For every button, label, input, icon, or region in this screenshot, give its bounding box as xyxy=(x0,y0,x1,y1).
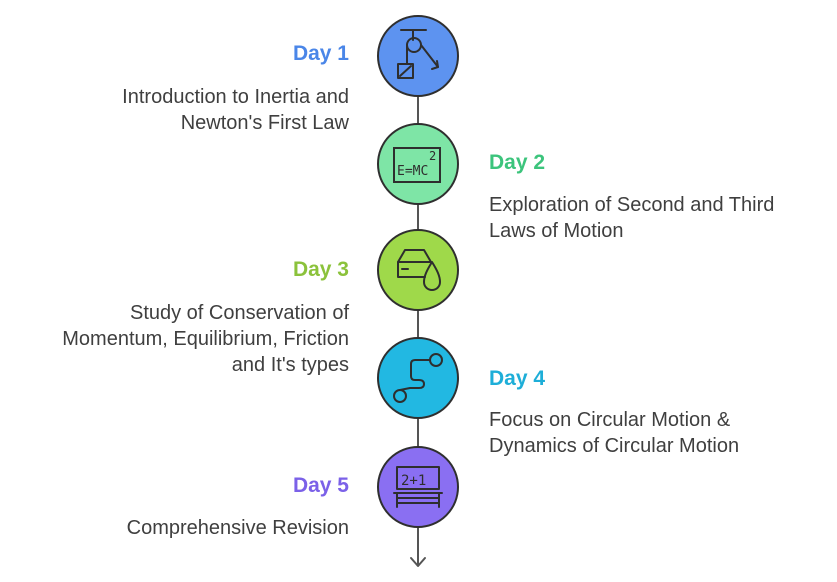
day-3-title: Day 3 xyxy=(292,258,349,281)
equation-board-icon: E=MC 2 xyxy=(393,147,441,183)
day-1-title: Day 1 xyxy=(292,42,349,65)
day-5-desc-line-1: Comprehensive Revision xyxy=(126,517,349,539)
day-2-description: Exploration of Second and Third Laws of … xyxy=(489,192,774,244)
car-oil-drop-icon xyxy=(397,249,441,291)
day-1-desc-line-2: Newton's First Law xyxy=(180,112,349,134)
day-1-node xyxy=(377,15,459,97)
day-4-title: Day 4 xyxy=(489,367,546,390)
day-2-desc-line-2: Laws of Motion xyxy=(489,220,624,242)
day-3-description: Study of Conservation of Momentum, Equil… xyxy=(62,300,349,378)
day-2-title: Day 2 xyxy=(489,151,546,174)
timeline-arrow-icon xyxy=(410,557,426,567)
pulley-icon xyxy=(397,29,439,79)
day-1-description: Introduction to Inertia and Newton's Fir… xyxy=(122,84,349,136)
day-3-desc-line-2: Momentum, Equilibrium, Friction xyxy=(62,328,349,350)
board-math-text: 2+1 xyxy=(401,473,426,489)
day-3-circle xyxy=(377,229,459,311)
day-3-desc-line-3: and It's types xyxy=(231,354,349,376)
day-2-desc-line-1: Exploration of Second and Third xyxy=(489,194,775,216)
day-2-circle xyxy=(377,123,459,205)
day-3-desc-line-1: Study of Conservation of xyxy=(129,302,349,324)
equation-text: E=MC xyxy=(397,164,428,179)
equation-superscript: 2 xyxy=(429,149,436,163)
day-5-title: Day 5 xyxy=(292,474,349,497)
day-5-node: 2+1 xyxy=(377,446,459,528)
day-4-desc-line-2: Dynamics of Circular Motion xyxy=(489,435,740,457)
path-icon xyxy=(393,353,443,403)
day-4-circle xyxy=(377,337,459,419)
math-board-icon xyxy=(393,466,443,508)
day-2-node: E=MC 2 xyxy=(377,123,459,205)
day-5-description: Comprehensive Revision xyxy=(127,515,349,541)
day-1-desc-line-1: Introduction to Inertia and xyxy=(122,86,349,108)
day-4-node xyxy=(377,337,459,419)
day-1-circle xyxy=(377,15,459,97)
day-4-description: Focus on Circular Motion & Dynamics of C… xyxy=(489,407,739,459)
day-3-node xyxy=(377,229,459,311)
day-4-desc-line-1: Focus on Circular Motion & xyxy=(489,409,731,431)
